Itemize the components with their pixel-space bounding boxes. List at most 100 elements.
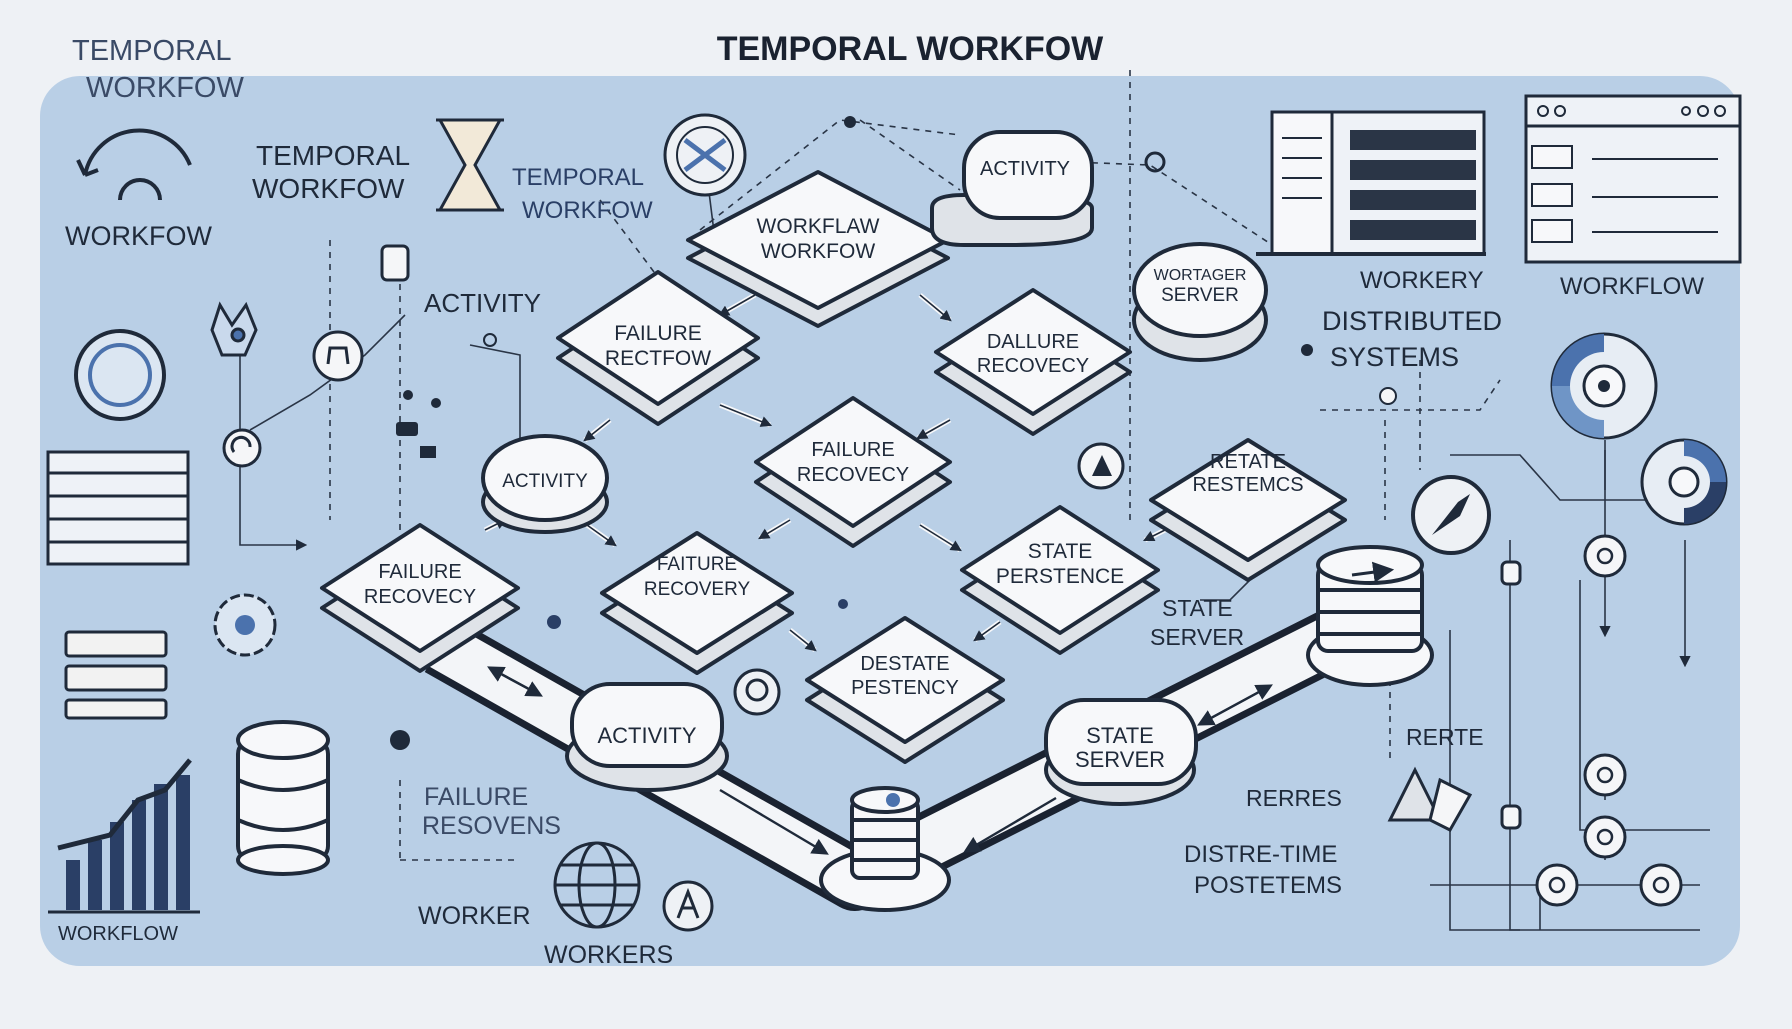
- node-workflaw[interactable]: WORKFLAW WORKFOW: [686, 170, 950, 328]
- corner-title-line-2: WORKFOW: [86, 72, 244, 104]
- node-workflaw-line-1: WORKFLAW: [757, 215, 880, 238]
- location-pin-icon: [390, 730, 410, 750]
- compass-icon: [662, 880, 714, 932]
- page-title: TEMPORAL WORKFOW: [717, 30, 1104, 68]
- shield-icon: [210, 301, 258, 357]
- hourglass-icon: [436, 118, 504, 212]
- node-dallure-line-1: DALLURE: [987, 331, 1079, 353]
- temporal-workflow-b-line-1: TEMPORAL: [512, 164, 644, 191]
- node-dallure[interactable]: DALLURE RECOVECY: [934, 288, 1132, 436]
- workflow-label-right: WORKFLOW: [1560, 273, 1704, 300]
- corner-title-line-1: TEMPORAL: [72, 35, 232, 67]
- workers-label: WORKERS: [544, 941, 673, 969]
- node-state-persistence-line-2: PERSTENCE: [996, 565, 1124, 588]
- database-icon-left: [236, 720, 330, 876]
- node-failure-left-line-1: FAILURE: [378, 561, 461, 583]
- distributed-systems-line-1: DISTRIBUTED: [1322, 306, 1502, 336]
- node-state-server[interactable]: STATE SERVER: [1044, 698, 1198, 806]
- recycle-triangle-icon: [1387, 766, 1473, 832]
- node-faiture-line-2: RECOVERY: [644, 579, 751, 600]
- temporal-workflow-b-line-2: WORKFOW: [522, 197, 653, 224]
- node-wortager-line-2: SERVER: [1161, 285, 1239, 306]
- refresh-arrow: [230, 435, 252, 453]
- pin-icon-right: [1301, 344, 1313, 356]
- failure-resovens-line-1: FAILURE: [424, 783, 528, 811]
- temporal-workflow-a-line-1: TEMPORAL: [256, 140, 410, 171]
- small-dot-icon-2: [838, 599, 848, 609]
- node-retate[interactable]: RETATE RESTEMCS: [1149, 438, 1347, 582]
- list-panel-icon: [46, 450, 190, 566]
- node-dallure-line-2: RECOVECY: [977, 355, 1089, 377]
- node-failure-recovecy[interactable]: FAILURE RECOVECY: [754, 396, 952, 548]
- bar-chart-icon: [66, 775, 190, 910]
- database-cap-dot: [886, 793, 900, 807]
- node-activity-path[interactable]: ACTIVITY: [565, 682, 729, 792]
- cycle-icon: [76, 128, 192, 201]
- network-nodes: [1535, 534, 1683, 907]
- node-faiture-line-1: FAITURE: [657, 554, 737, 575]
- node-failure-left[interactable]: FAILURE RECOVECY: [320, 523, 520, 673]
- node-failure-recovecy-line-2: RECOVECY: [797, 464, 909, 486]
- network-node-cores: [1548, 547, 1670, 894]
- rerte-label: RERTE: [1406, 724, 1484, 750]
- pin-marker: [1144, 151, 1166, 173]
- trend-line: [57, 758, 192, 851]
- stack-panel-icon: [64, 630, 168, 720]
- node-destate-line-1: DESTATE: [860, 653, 949, 675]
- state-server-text-line-1: STATE: [1162, 595, 1233, 621]
- distre-time-line-1: DISTRE-TIME: [1184, 841, 1337, 868]
- path-back-arrows: [487, 666, 1271, 726]
- node-retate-line-1: RETATE: [1210, 451, 1286, 473]
- node-destate-line-2: PESTENCY: [851, 677, 959, 699]
- node-state-server-line-2: SERVER: [1075, 747, 1165, 772]
- node-state-persistence-line-1: STATE: [1028, 540, 1093, 563]
- distributed-systems-line-2: SYSTEMS: [1330, 342, 1459, 372]
- small-badge-icon-2: [1500, 804, 1522, 830]
- refresh-icon: [222, 428, 262, 468]
- node-wortager[interactable]: WORTAGER SERVER: [1132, 242, 1268, 362]
- state-server-text-line-2: SERVER: [1150, 624, 1244, 650]
- lock-icon: [312, 330, 364, 382]
- settings-icon: [213, 593, 277, 657]
- cursor-icon: [1077, 442, 1125, 490]
- node-state-persistence[interactable]: STATE PERSTENCE: [960, 505, 1160, 655]
- node-activity-mid-label: ACTIVITY: [502, 471, 588, 492]
- node-wortager-line-1: WORTAGER: [1154, 267, 1247, 284]
- node-activity-top[interactable]: ACTIVITY: [930, 130, 1094, 247]
- database-icon-center: [819, 786, 951, 912]
- database-icon-right: [1306, 545, 1434, 687]
- node-activity-path-label: ACTIVITY: [597, 723, 696, 748]
- scatter-icons: [396, 333, 497, 458]
- workery-label: WORKERY: [1360, 267, 1484, 294]
- node-failure-recovecy-line-1: FAILURE: [811, 439, 894, 461]
- node-faiture[interactable]: FAITURE RECOVERY: [600, 531, 794, 675]
- browser-window-icon: [1524, 94, 1742, 264]
- node-failure-rectfow[interactable]: FAILURE RECTFOW: [556, 270, 760, 426]
- failure-resovens-line-2: RESOVENS: [422, 812, 561, 840]
- temporal-workflow-a-line-2: WORKFOW: [252, 173, 405, 204]
- node-failure-rectfow-line-2: RECTFOW: [605, 347, 711, 370]
- recycle-icon: [663, 113, 747, 197]
- phone-icon: [380, 244, 410, 282]
- workflow-chart-label: WORKFLOW: [58, 923, 178, 945]
- pin-icon-right-2: [1379, 387, 1397, 405]
- node-arrows-outline: [484, 294, 1176, 652]
- node-failure-left-line-2: RECOVECY: [364, 586, 476, 608]
- node-state-server-line-1: STATE: [1086, 723, 1154, 748]
- worker-label: WORKER: [418, 902, 531, 930]
- globe-icon: [553, 841, 641, 929]
- lock-icon-shape: [326, 346, 350, 365]
- database-right-arrow: [1351, 561, 1395, 583]
- node-destate[interactable]: DESTATE PESTENCY: [805, 616, 1005, 764]
- node-workflaw-line-2: WORKFOW: [761, 240, 875, 263]
- node-activity-mid[interactable]: ACTIVITY: [481, 434, 609, 534]
- dot-marker: [844, 116, 856, 128]
- donut-chart-icon: [1550, 332, 1658, 440]
- magnifier-icon: [733, 668, 781, 716]
- gauge-icon: [74, 329, 166, 421]
- node-activity-top-label: ACTIVITY: [980, 158, 1070, 180]
- donut-chart-icon-2: [1640, 438, 1728, 526]
- workflow-label-left: WORKFOW: [65, 221, 212, 251]
